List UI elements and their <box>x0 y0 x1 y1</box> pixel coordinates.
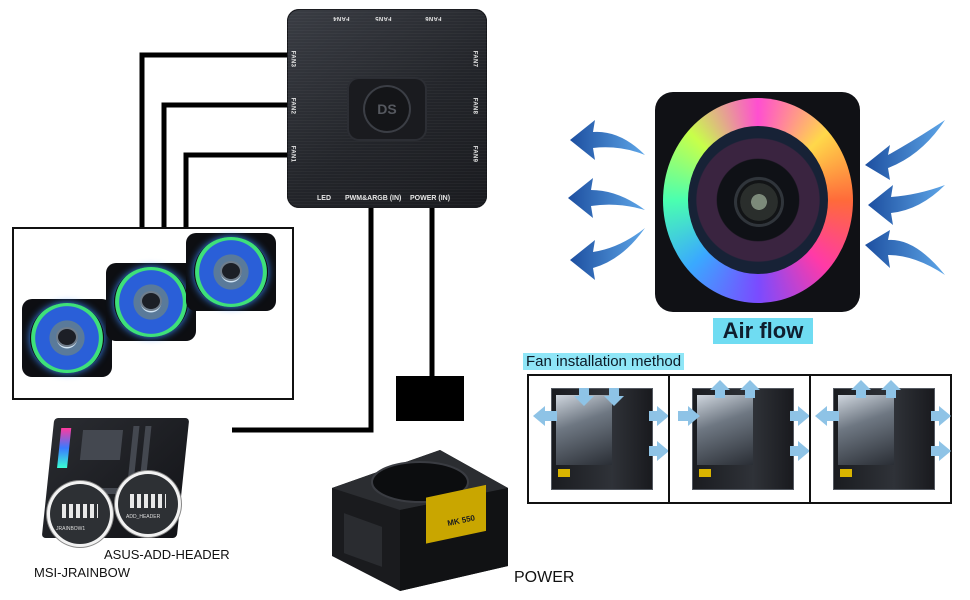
hub-logo-badge: DS <box>349 79 425 139</box>
pc-case-icon <box>692 388 794 490</box>
wire-fan1 <box>183 152 289 228</box>
zoom-label-add-header: ADD_HEADER <box>126 514 161 520</box>
airflow-label: Air flow <box>713 318 813 344</box>
airflow-arrow-icon <box>570 228 645 280</box>
wire-fan3 <box>139 52 289 228</box>
pc-case-icon <box>833 388 935 490</box>
rgb-fan-icon <box>655 92 860 312</box>
port-pwm-argb-in: PWM&ARGB (IN) <box>345 195 402 202</box>
add-header-zoom: ADD_HEADER <box>118 474 178 534</box>
airflow-arrow-icon <box>570 120 645 160</box>
case-layout-2 <box>668 374 811 504</box>
port-fan8: FAN8 <box>471 97 478 115</box>
airflow-arrow-icon <box>568 178 645 218</box>
port-fan5: FAN5 <box>375 15 392 21</box>
case-layout-3 <box>809 374 952 504</box>
port-led: LED <box>317 195 331 202</box>
rgb-fan-icon <box>22 299 112 377</box>
port-power-in: POWER (IN) <box>410 195 451 202</box>
case-layout-1 <box>527 374 670 504</box>
pc-case-icon <box>551 388 653 490</box>
three-fans-panel <box>12 227 294 400</box>
rgb-fan-icon <box>106 263 196 341</box>
asus-add-header-label: ASUS-ADD-HEADER <box>104 547 230 562</box>
airflow-arrows <box>568 120 945 280</box>
port-fan7: FAN7 <box>471 50 478 68</box>
installation-method-title: Fan installation method <box>523 353 685 370</box>
port-fan3: FAN3 <box>289 50 296 68</box>
msi-jrainbow-label: MSI-JRAINBOW <box>34 565 131 580</box>
airflow-arrow-icon <box>865 120 945 180</box>
port-fan4: FAN4 <box>333 15 350 21</box>
airflow-arrow-icon <box>868 185 945 225</box>
wire-fan2 <box>161 102 289 228</box>
power-caption: POWER <box>514 569 575 586</box>
zoom-label-jrainbow: JRAINBOW1 <box>56 526 86 532</box>
case-arrows-1 <box>533 388 669 461</box>
port-fan6: FAN6 <box>425 15 442 21</box>
case-arrows-3 <box>815 380 951 461</box>
case-arrows-2 <box>678 380 810 461</box>
power-supply-icon: MK 550 <box>332 450 508 591</box>
rgb-fan-icon <box>186 233 276 311</box>
jrainbow-header-zoom: JRAINBOW1 <box>50 484 110 544</box>
port-fan2: FAN2 <box>289 97 296 115</box>
hub-logo: DS <box>365 87 409 131</box>
port-fan9: FAN9 <box>471 145 478 163</box>
power-connector <box>396 376 464 421</box>
airflow-arrow-icon <box>865 230 945 275</box>
port-fan1: FAN1 <box>289 145 296 163</box>
wire-pwm-argb <box>232 208 374 433</box>
